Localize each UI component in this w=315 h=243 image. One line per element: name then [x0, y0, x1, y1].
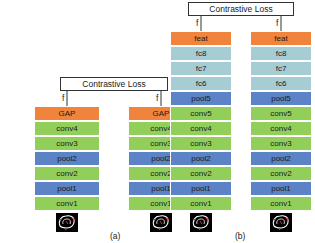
layer-label: conv1: [150, 200, 171, 208]
loss-label: Contrastive Loss: [209, 5, 272, 14]
layer-box: pool1: [170, 181, 232, 196]
layer-label: pool2: [57, 155, 77, 163]
layer-box: fc6: [250, 76, 312, 91]
layer-box: fc7: [250, 61, 312, 76]
layer-label: pool1: [191, 185, 211, 193]
layer-label: fc8: [196, 50, 207, 58]
layer-label: fc7: [276, 65, 287, 73]
layer-box: pool2: [34, 151, 100, 166]
brain-image: [190, 213, 212, 232]
brain-image: [56, 213, 78, 232]
layer-box: conv1: [170, 196, 232, 211]
layer-label: conv1: [56, 200, 77, 208]
layer-box: fc6: [170, 76, 232, 91]
layer-box: conv5: [250, 106, 312, 121]
feature-connector: [281, 16, 282, 31]
layer-label: feat: [274, 35, 287, 43]
layer-label: conv3: [150, 140, 171, 148]
layer-box: conv1: [34, 196, 100, 211]
layer-box: conv2: [34, 166, 100, 181]
layer-box: pool2: [170, 151, 232, 166]
layer-box: pool2: [250, 151, 312, 166]
layer-label: conv3: [56, 140, 77, 148]
layer-box: conv3: [170, 136, 232, 151]
layer-label: conv3: [190, 140, 211, 148]
layer-box: conv4: [34, 121, 100, 136]
feature-label: f: [61, 94, 65, 103]
layer-label: conv5: [190, 110, 211, 118]
layer-label: conv2: [190, 170, 211, 178]
layer-box: fc8: [170, 46, 232, 61]
layer-label: pool5: [271, 95, 291, 103]
feature-connector: [67, 91, 68, 106]
layer-box: GAP: [34, 106, 100, 121]
layer-label: conv2: [150, 170, 171, 178]
layer-label: fc8: [276, 50, 287, 58]
layer-label: pool5: [191, 95, 211, 103]
layer-label: conv4: [270, 125, 291, 133]
layer-label: feat: [194, 35, 207, 43]
layer-box: fc7: [170, 61, 232, 76]
loss-label: Contrastive Loss: [82, 80, 145, 89]
layer-label: pool2: [271, 155, 291, 163]
layer-box: pool1: [34, 181, 100, 196]
layer-label: conv4: [150, 125, 171, 133]
layer-box: feat: [250, 31, 312, 46]
layer-label: pool2: [151, 155, 171, 163]
layer-box: conv5: [170, 106, 232, 121]
layer-label: conv5: [270, 110, 291, 118]
feature-connector: [161, 91, 162, 106]
layer-box: conv3: [34, 136, 100, 151]
layer-box: conv4: [170, 121, 232, 136]
layer-box: pool5: [170, 91, 232, 106]
panel-label: (b): [235, 232, 245, 241]
layer-box: conv2: [250, 166, 312, 181]
layer-label: fc6: [196, 80, 207, 88]
layer-label: conv4: [190, 125, 211, 133]
layer-box: conv3: [250, 136, 312, 151]
layer-label: fc7: [196, 65, 207, 73]
layer-label: GAP: [153, 110, 170, 118]
layer-label: conv1: [270, 200, 291, 208]
feature-connector: [201, 16, 202, 31]
loss-box: Contrastive Loss: [188, 2, 294, 16]
layer-label: pool2: [191, 155, 211, 163]
layer-label: conv4: [56, 125, 77, 133]
layer-box: pool5: [250, 91, 312, 106]
layer-box: pool1: [250, 181, 312, 196]
layer-box: conv4: [250, 121, 312, 136]
brain-image: [150, 213, 172, 232]
feature-label: f: [155, 94, 159, 103]
layer-label: conv2: [56, 170, 77, 178]
layer-box: conv1: [250, 196, 312, 211]
layer-label: conv2: [270, 170, 291, 178]
feature-label: f: [195, 19, 199, 28]
layer-box: fc8: [250, 46, 312, 61]
layer-label: GAP: [59, 110, 76, 118]
loss-box: Contrastive Loss: [60, 77, 168, 91]
layer-box: feat: [170, 31, 232, 46]
feature-label: f: [275, 19, 279, 28]
layer-label: pool1: [57, 185, 77, 193]
brain-image: [270, 213, 292, 232]
layer-label: fc6: [276, 80, 287, 88]
layer-label: pool1: [151, 185, 171, 193]
layer-label: pool1: [271, 185, 291, 193]
layer-box: conv2: [170, 166, 232, 181]
panel-label: (a): [110, 232, 120, 241]
layer-label: conv1: [190, 200, 211, 208]
layer-label: conv3: [270, 140, 291, 148]
